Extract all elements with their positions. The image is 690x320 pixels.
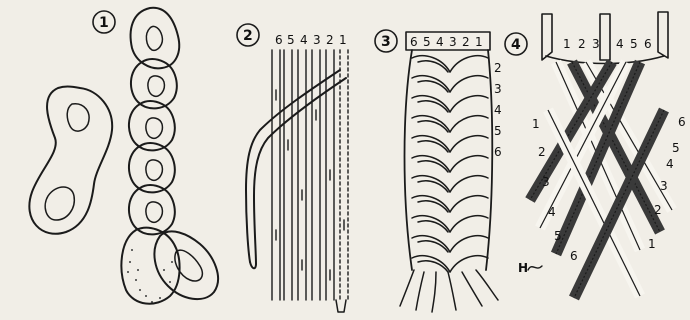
strand-label: 6 <box>644 37 652 51</box>
braid-segment-highlight <box>418 181 448 192</box>
signature-flourish <box>528 266 542 270</box>
braid-segment <box>412 56 450 72</box>
strand-label: 6 <box>494 145 502 159</box>
strand-label: 1 <box>339 33 347 47</box>
strand-tip <box>336 300 346 312</box>
speckle-texture <box>127 249 173 303</box>
braid-segment <box>412 196 450 212</box>
braid-segment-highlight <box>418 101 448 112</box>
braid-segment-highlight <box>418 121 448 132</box>
crossing-strand-edge <box>254 78 346 264</box>
strand-label: 3 <box>542 175 550 189</box>
braid-segment-highlight <box>418 221 448 232</box>
strand-label: 2 <box>326 33 334 47</box>
strand-label: 6 <box>570 249 578 263</box>
strand-label: 5 <box>423 35 431 49</box>
strand-label: 2 <box>538 145 546 159</box>
strand-label: 3 <box>660 179 668 193</box>
panel-2: 2 6 5 4 3 2 1 <box>237 24 348 312</box>
braid-segment <box>412 116 450 132</box>
strand-label: 4 <box>548 205 556 219</box>
panel-4: 4 1 2 3 4 5 6 1 2 3 4 5 6 6 5 4 3 2 <box>505 12 686 298</box>
panel-4-top-labels: 1 2 3 4 5 6 <box>563 37 652 51</box>
braid-segment <box>412 236 450 252</box>
braid-segment <box>450 236 488 252</box>
panel-1-number: 1 <box>99 15 109 31</box>
braid-segment <box>450 176 488 192</box>
signature-mark: H <box>518 261 528 275</box>
braid-segment <box>450 136 488 152</box>
braid-segment <box>450 96 488 112</box>
strand-label: 6 <box>275 33 283 47</box>
link-chain <box>121 8 218 304</box>
panel-3-top-labels: 6 5 4 3 2 1 <box>410 35 483 49</box>
figure-eight-link <box>29 87 112 234</box>
straight-strands <box>272 50 348 300</box>
braid-segment <box>412 176 450 192</box>
panel-2-number: 2 <box>243 28 253 44</box>
strand-label: 4 <box>494 103 502 117</box>
braid-segment <box>450 256 488 272</box>
strand-label: 3 <box>494 82 502 96</box>
weave-strips <box>530 62 672 298</box>
strand-label: 5 <box>672 141 680 155</box>
braid-segment-highlight <box>418 61 448 72</box>
strand-label: 5 <box>494 124 502 138</box>
panel-3-side-labels: 2 3 4 5 6 <box>494 61 502 159</box>
strand-label: 5 <box>287 33 295 47</box>
strand-label: 3 <box>592 37 600 51</box>
braid-segment <box>450 116 488 132</box>
strand-label: 4 <box>300 33 308 47</box>
braid-segment-highlight <box>418 261 448 272</box>
strand-label: 1 <box>648 237 656 251</box>
strand-label: 4 <box>666 157 674 171</box>
braid-segment-highlight <box>418 201 448 212</box>
panel-1: 1 <box>29 8 218 304</box>
braid-segment <box>412 156 450 172</box>
strand-label: 1 <box>532 117 540 131</box>
strand-label: 2 <box>578 37 586 51</box>
strand-label: 3 <box>449 35 457 49</box>
panel-3: 3 6 5 4 3 2 1 2 3 4 5 6 H <box>375 30 542 312</box>
braid-segment <box>412 216 450 232</box>
braid-segment-highlight <box>418 81 448 92</box>
strand-label: 4 <box>436 35 444 49</box>
round-braid-body <box>405 50 493 272</box>
braid-segment <box>450 216 488 232</box>
strand-label: 2 <box>462 35 470 49</box>
strand-label: 5 <box>630 37 638 51</box>
right-clamp <box>658 12 668 58</box>
braid-segment <box>450 156 488 172</box>
panel-2-top-labels: 6 5 4 3 2 1 <box>275 33 347 47</box>
braid-segment <box>450 196 488 212</box>
strand-label: 6 <box>410 35 418 49</box>
braid-segment <box>412 76 450 92</box>
braid-segment-highlight <box>418 241 448 252</box>
strand-label: 2 <box>494 61 502 75</box>
braid-segment <box>412 256 450 272</box>
strand-label: 1 <box>563 37 571 51</box>
strand-label: 2 <box>654 203 662 217</box>
center-pin <box>600 14 610 60</box>
braid-segment <box>412 96 450 112</box>
panel-4-number: 4 <box>511 37 521 53</box>
panel-3-number: 3 <box>381 34 391 50</box>
braid-segment-highlight <box>418 161 448 172</box>
braid-segment <box>450 76 488 92</box>
strand-label: 4 <box>616 37 624 51</box>
braid-segment <box>450 56 488 72</box>
strand-label: 1 <box>475 35 483 49</box>
braid-segment-highlight <box>418 141 448 152</box>
left-clamp <box>542 14 552 60</box>
strand-label: 5 <box>554 229 562 243</box>
strand-label: 6 <box>678 115 686 129</box>
braid-segment <box>412 136 450 152</box>
braid-loose-ends <box>400 270 498 312</box>
strand-label: 3 <box>313 33 321 47</box>
